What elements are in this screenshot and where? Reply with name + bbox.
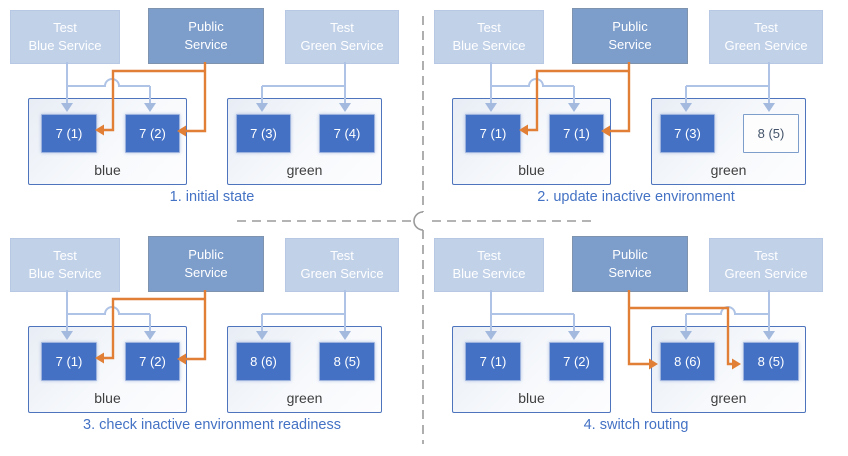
panel-4-switch-routing: Test Blue Service Public Service Test Gr…	[424, 228, 848, 456]
test-blue-service-label-line2: Blue Service	[28, 38, 102, 53]
pod: 7 (1)	[465, 342, 521, 381]
test-blue-service-label-line2: Blue Service	[452, 266, 526, 281]
pod: 8 (5)	[743, 114, 799, 153]
public-service-label-line1: Public	[612, 247, 648, 262]
pod: 7 (1)	[465, 114, 521, 153]
test-blue-service-box: Test Blue Service	[434, 238, 544, 292]
blue-environment-box: 7 (1) 7 (2) blue	[28, 98, 187, 185]
pod: 7 (1)	[41, 342, 97, 381]
panel-3-caption: 3. check inactive environment readiness	[83, 417, 341, 433]
test-blue-service-label-line2: Blue Service	[452, 38, 526, 53]
pod: 8 (6)	[236, 342, 291, 381]
blue-environment-box: 7 (1) 7 (1) blue	[452, 98, 611, 185]
public-service-label-line2: Service	[184, 37, 228, 52]
blue-environment-box: 7 (1) 7 (2) blue	[28, 326, 187, 413]
panel-1-initial-state: Test Blue Service Public Service Test Gr…	[0, 0, 424, 228]
pod: 8 (6)	[660, 342, 715, 381]
pod: 7 (1)	[41, 114, 97, 153]
test-green-service-label-line2: Green Service	[724, 266, 808, 281]
pod: 7 (2)	[125, 114, 180, 153]
panel-1-caption: 1. initial state	[169, 189, 255, 205]
test-blue-service-box: Test Blue Service	[10, 238, 120, 292]
green-environment-box: 8 (6) 8 (5) green	[227, 326, 382, 413]
test-blue-service-label-line1: Test	[53, 248, 77, 263]
green-environment-label: green	[710, 390, 747, 406]
test-blue-service-label-line1: Test	[53, 20, 77, 35]
panel-2-update-inactive-environment: Test Blue Service Public Service Test Gr…	[424, 0, 848, 228]
green-environment-label: green	[710, 162, 747, 178]
pod: 7 (4)	[319, 114, 375, 153]
blue-environment-label: blue	[94, 162, 121, 178]
test-green-service-label-line1: Test	[754, 20, 778, 35]
blue-environment-box: 7 (1) 7 (2) blue	[452, 326, 611, 413]
test-green-service-label-line2: Green Service	[300, 38, 384, 53]
test-green-service-label-line1: Test	[330, 20, 354, 35]
test-green-service-box: Test Green Service	[709, 238, 823, 292]
public-service-label-line1: Public	[188, 247, 224, 262]
test-green-service-box: Test Green Service	[285, 238, 399, 292]
public-service-box: Public Service	[148, 8, 264, 64]
pod: 7 (2)	[549, 342, 604, 381]
pod: 8 (5)	[319, 342, 375, 381]
pod: 7 (2)	[125, 342, 180, 381]
test-blue-service-label-line2: Blue Service	[28, 266, 102, 281]
public-service-box: Public Service	[148, 236, 264, 292]
public-service-label-line1: Public	[612, 19, 648, 34]
green-environment-box: 7 (3) 7 (4) green	[227, 98, 382, 185]
panel-2-caption: 2. update inactive environment	[537, 189, 735, 205]
public-service-label-line2: Service	[184, 265, 228, 280]
test-green-service-label-line2: Green Service	[724, 38, 808, 53]
green-environment-box: 7 (3) 8 (5) green	[651, 98, 806, 185]
test-blue-service-box: Test Blue Service	[10, 10, 120, 64]
pod: 7 (3)	[660, 114, 715, 153]
test-green-service-label-line2: Green Service	[300, 266, 384, 281]
test-blue-service-label-line1: Test	[477, 20, 501, 35]
test-blue-service-box: Test Blue Service	[434, 10, 544, 64]
green-environment-box: 8 (6) 8 (5) green	[651, 326, 806, 413]
test-green-service-box: Test Green Service	[709, 10, 823, 64]
panel-3-check-readiness: Test Blue Service Public Service Test Gr…	[0, 228, 424, 456]
test-green-service-label-line1: Test	[754, 248, 778, 263]
blue-environment-label: blue	[518, 162, 545, 178]
test-green-service-label-line1: Test	[330, 248, 354, 263]
green-environment-label: green	[286, 162, 323, 178]
public-service-label-line1: Public	[188, 19, 224, 34]
public-service-box: Public Service	[572, 8, 688, 64]
pod: 7 (3)	[236, 114, 291, 153]
blue-environment-label: blue	[518, 390, 545, 406]
panel-4-caption: 4. switch routing	[583, 417, 689, 433]
pod: 7 (1)	[549, 114, 604, 153]
pod: 8 (5)	[743, 342, 799, 381]
public-service-label-line2: Service	[608, 265, 652, 280]
public-service-box: Public Service	[572, 236, 688, 292]
public-service-label-line2: Service	[608, 37, 652, 52]
blue-environment-label: blue	[94, 390, 121, 406]
test-green-service-box: Test Green Service	[285, 10, 399, 64]
test-blue-service-label-line1: Test	[477, 248, 501, 263]
green-environment-label: green	[286, 390, 323, 406]
